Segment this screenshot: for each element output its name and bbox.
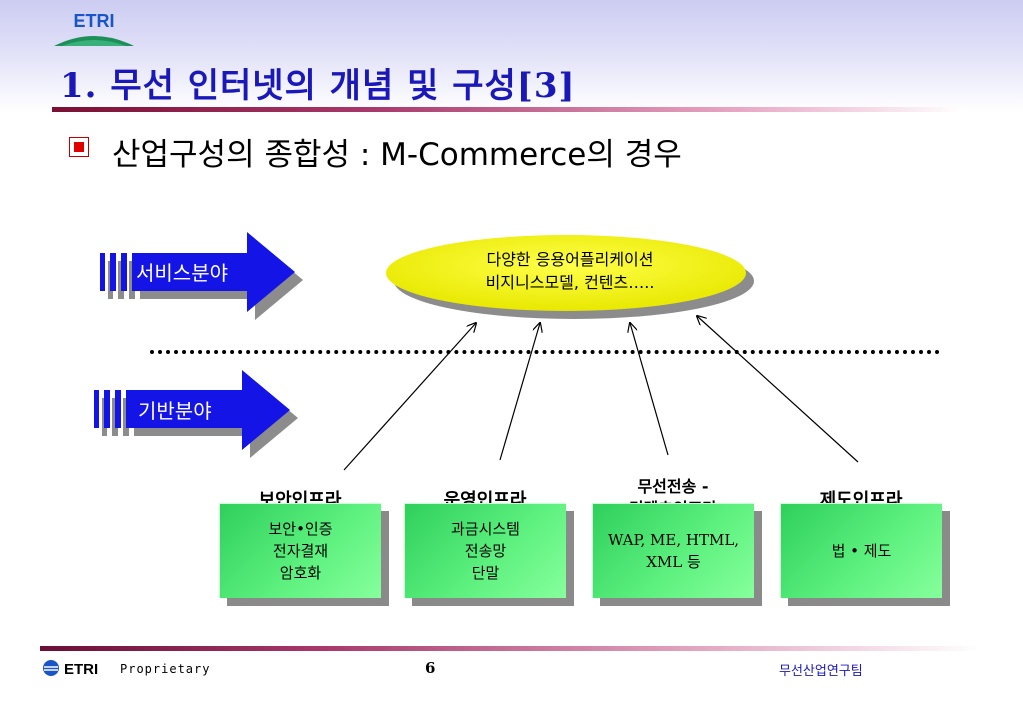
ellipse-line-2: 비지니스모델, 컨텐츠….. bbox=[485, 273, 655, 292]
institution-infra-box: 법 • 제도 bbox=[780, 503, 942, 598]
infra-arrow bbox=[94, 370, 298, 458]
connector-arrow-security bbox=[343, 323, 476, 471]
dotted-divider bbox=[150, 350, 940, 354]
connector-arrow-operation bbox=[499, 323, 540, 461]
proprietary-label: Proprietary bbox=[120, 662, 211, 676]
header-band bbox=[0, 0, 1023, 112]
service-field-label: 서비스분야 bbox=[136, 261, 228, 285]
operation-infra-box: 과금시스템 전송망 단말 bbox=[404, 503, 566, 598]
page-number: 6 bbox=[425, 659, 436, 677]
slide-title: 1. 무선 인터넷의 개념 및 구성[3] bbox=[60, 66, 576, 106]
connector-arrow-institution bbox=[697, 316, 859, 463]
infrastructure-field-label: 기반분야 bbox=[138, 399, 212, 423]
team-name: 무선산업연구팀 bbox=[779, 664, 863, 679]
operation-item-2: 전송망 bbox=[464, 542, 507, 560]
security-item-2: 전자결재 bbox=[272, 542, 329, 560]
service-arrow bbox=[100, 232, 303, 320]
security-infra-box: 보안•인증 전자결재 암호화 bbox=[219, 503, 381, 598]
institution-item-1: 법 • 제도 bbox=[831, 542, 892, 560]
wireless-infra-title-line-1: 무선전송 - bbox=[637, 477, 709, 496]
operation-item-3: 단말 bbox=[471, 564, 500, 582]
title-underline bbox=[52, 107, 964, 112]
etri-logo: ETRI bbox=[54, 11, 134, 46]
wireless-item-2: XML 등 bbox=[646, 553, 701, 571]
subtitle: 산업구성의 종합성 : M-Commerce의 경우 bbox=[112, 137, 682, 173]
applications-ellipse bbox=[386, 235, 746, 311]
security-item-3: 암호화 bbox=[279, 564, 322, 582]
ellipse-text: 다양한 응용어플리케이션 비지니스모델, 컨텐츠….. bbox=[390, 248, 750, 294]
ellipse-line-1: 다양한 응용어플리케이션 bbox=[486, 250, 654, 269]
footer-rule bbox=[40, 646, 980, 651]
security-item-1: 보안•인증 bbox=[268, 520, 333, 538]
wireless-item-1: WAP, ME, HTML, bbox=[607, 531, 740, 549]
footer-etri-logo: ETRI bbox=[43, 660, 98, 678]
svg-text:ETRI: ETRI bbox=[73, 11, 114, 31]
square-bullet-icon bbox=[69, 137, 89, 157]
connector-arrow-wireless bbox=[630, 323, 669, 456]
svg-text:ETRI: ETRI bbox=[64, 661, 98, 678]
operation-item-1: 과금시스템 bbox=[450, 520, 520, 538]
wireless-infra-box: WAP, ME, HTML, XML 등 bbox=[592, 503, 754, 598]
